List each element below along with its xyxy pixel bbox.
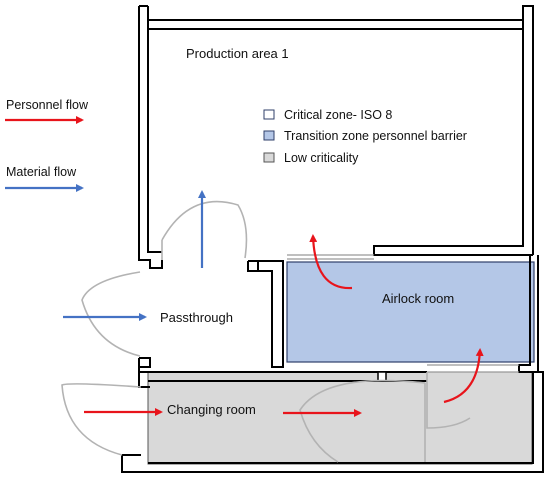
room-label-airlock: Airlock room bbox=[382, 291, 454, 306]
door-openings bbox=[287, 254, 519, 373]
legend-swatch-critical bbox=[263, 109, 275, 120]
legend-swatch-low bbox=[263, 152, 275, 163]
legend-item-low: Low criticality bbox=[263, 151, 359, 165]
flow-label-material: Material flow bbox=[6, 165, 77, 179]
flow-label-personnel: Personnel flow bbox=[6, 98, 89, 112]
personnel-flow-arrow-airlock-up bbox=[443, 348, 484, 404]
door-swings bbox=[61, 200, 471, 463]
legend: Critical zone- ISO 8 Transition zone per… bbox=[263, 108, 467, 165]
legend-label-critical: Critical zone- ISO 8 bbox=[284, 108, 392, 122]
room-label-production: Production area 1 bbox=[186, 46, 289, 61]
legend-swatch-transition bbox=[263, 130, 275, 141]
legend-item-critical: Critical zone- ISO 8 bbox=[263, 108, 392, 122]
room-label-changing: Changing room bbox=[167, 402, 256, 417]
legend-label-low: Low criticality bbox=[284, 151, 359, 165]
legend-item-transition: Transition zone personnel barrier bbox=[263, 129, 467, 143]
legend-label-transition: Transition zone personnel barrier bbox=[284, 129, 467, 143]
room-label-passthrough: Passthrough bbox=[160, 310, 233, 325]
personnel-flow-arrow-production bbox=[309, 234, 353, 290]
airlock-room-zone bbox=[286, 261, 535, 363]
